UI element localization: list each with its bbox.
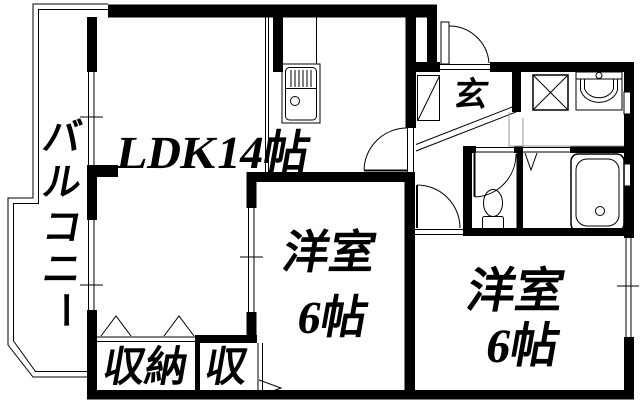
bath-folding-door-icon	[524, 152, 538, 172]
closet-door-marks-icon	[100, 315, 283, 397]
svg-text:バ: バ	[39, 117, 84, 159]
toilet-door-icon	[473, 153, 517, 198]
doors	[100, 21, 538, 397]
kitchen-sink-icon	[281, 63, 321, 124]
labels: LDK14帖 玄 洋室 6帖 洋室 6帖 収納 収 バ ル コ ニ ー	[39, 76, 568, 391]
entrance-step-line	[415, 111, 517, 152]
washbasin-icon	[575, 71, 623, 111]
entrance-door-icon	[440, 21, 490, 65]
room1-label-line1: 洋室	[279, 227, 380, 279]
window-washroom-icon	[623, 91, 631, 115]
bathtub-icon	[570, 153, 625, 232]
ldk-label: LDK14帖	[113, 127, 314, 179]
room2-door-icon	[416, 184, 461, 229]
window-ldk-lower-icon	[80, 220, 103, 310]
entrance-step-line	[415, 105, 517, 145]
svg-text:ー: ー	[43, 291, 85, 329]
window-room2-icon	[617, 238, 639, 337]
storage-small-label: 収	[201, 344, 252, 391]
washroom-area	[532, 71, 623, 111]
shoe-cabinet-icon	[417, 75, 440, 121]
washing-machine-space-icon	[532, 74, 569, 111]
walls	[87, 4, 634, 400]
sliding-partition-ldk-room1-icon	[240, 208, 263, 312]
entrance-label: 玄	[451, 76, 492, 114]
room2-label-line2: 6帖	[482, 319, 563, 373]
svg-text:ル: ル	[39, 162, 84, 204]
windows	[80, 72, 639, 337]
window-bathroom-icon	[623, 163, 631, 187]
balcony-outline	[7, 3, 108, 378]
storage-large-label: 収納	[99, 344, 191, 391]
balcony-label: バ ル コ ニ ー	[39, 117, 85, 329]
entrance-area	[415, 75, 624, 152]
kitchen-area	[265, 17, 321, 172]
svg-text:コ: コ	[39, 207, 84, 249]
room1-label-line2: 6帖	[294, 292, 372, 344]
window-ldk-upper-icon	[80, 72, 103, 165]
svg-text:ニ: ニ	[39, 249, 84, 291]
toilet-room	[482, 189, 504, 231]
toilet-icon	[482, 189, 504, 231]
bathroom	[570, 153, 625, 232]
room2-label-line1: 洋室	[463, 264, 568, 318]
ldk-door-icon	[363, 127, 408, 172]
